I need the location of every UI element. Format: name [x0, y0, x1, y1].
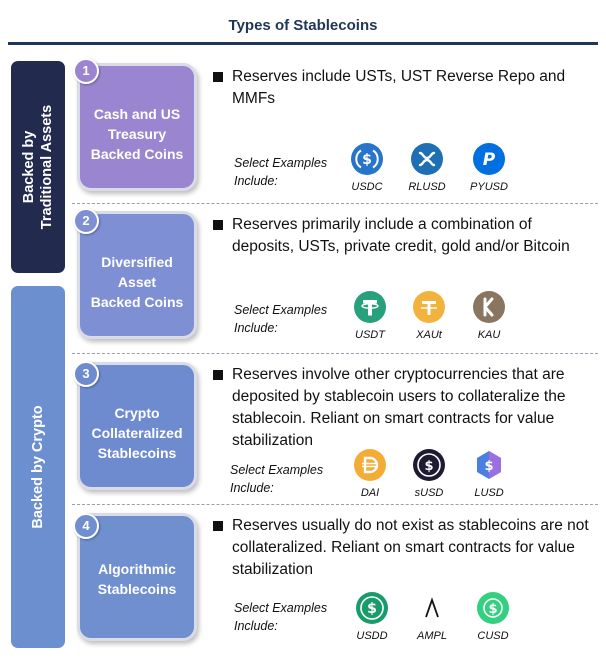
page-title: Types of Stablecoins — [228, 17, 378, 34]
bullet-square-icon — [213, 370, 223, 380]
bullet-square-icon — [213, 72, 223, 82]
category-number-badge: 4 — [73, 513, 99, 539]
coin-example: $ USDD — [341, 592, 403, 642]
coin-example: $ sUSD — [398, 449, 460, 499]
svg-text:$: $ — [484, 459, 493, 474]
title-rule — [8, 42, 598, 45]
category-description: Reserves primarily include a combination… — [213, 214, 598, 258]
tether-icon — [354, 291, 386, 323]
category-number-badge: 3 — [73, 361, 99, 387]
celo-dollar-icon: $ — [477, 592, 509, 624]
section-divider — [72, 353, 598, 354]
category-number-badge: 1 — [73, 58, 99, 84]
bullet-square-icon — [213, 220, 223, 230]
usdd-icon: $ — [356, 592, 388, 624]
svg-text:$: $ — [424, 459, 433, 474]
bullet-square-icon — [213, 521, 223, 531]
crypto-group-bar: Backed by Crypto — [11, 286, 65, 648]
coin-example: USDT — [339, 291, 401, 341]
category-description: Reserves usually do not exist as stablec… — [213, 515, 598, 581]
coin-example: DAI — [339, 449, 401, 499]
traditional-assets-group-bar: Backed by Traditional Assets — [11, 61, 65, 273]
svg-text:P: P — [483, 150, 496, 170]
susd-icon: $ — [413, 449, 445, 481]
category-description: Reserves include USTs, UST Reverse Repo … — [213, 66, 598, 110]
coin-example: $ CUSD — [462, 592, 524, 642]
usdc-icon: $ — [351, 143, 383, 175]
crypto-label: Backed by Crypto — [30, 405, 46, 529]
dai-icon — [354, 449, 386, 481]
coin-example: AMPL — [401, 592, 463, 642]
coin-example: $ LUSD — [458, 449, 520, 499]
traditional-assets-label: Backed by Traditional Assets — [21, 104, 55, 230]
coin-example: KAU — [458, 291, 520, 341]
rlusd-icon — [411, 143, 443, 175]
coin-example: XAUt — [398, 291, 460, 341]
coin-example: P PYUSD — [458, 143, 520, 193]
pyusd-icon: P — [473, 143, 505, 175]
category-description: Reserves involve other cryptocurrencies … — [213, 364, 598, 452]
svg-text:$: $ — [367, 601, 377, 617]
lusd-icon: $ — [477, 451, 501, 479]
section-divider — [72, 504, 598, 505]
category-number-badge: 2 — [73, 208, 99, 234]
svg-text:$: $ — [362, 152, 372, 168]
svg-text:$: $ — [488, 602, 497, 617]
section-divider — [72, 203, 598, 204]
coin-example: RLUSD — [396, 143, 458, 193]
ampleforth-icon — [425, 597, 439, 618]
coin-example: $ USDC — [336, 143, 398, 193]
kinesis-icon — [473, 291, 505, 323]
tether-gold-icon — [413, 291, 445, 323]
